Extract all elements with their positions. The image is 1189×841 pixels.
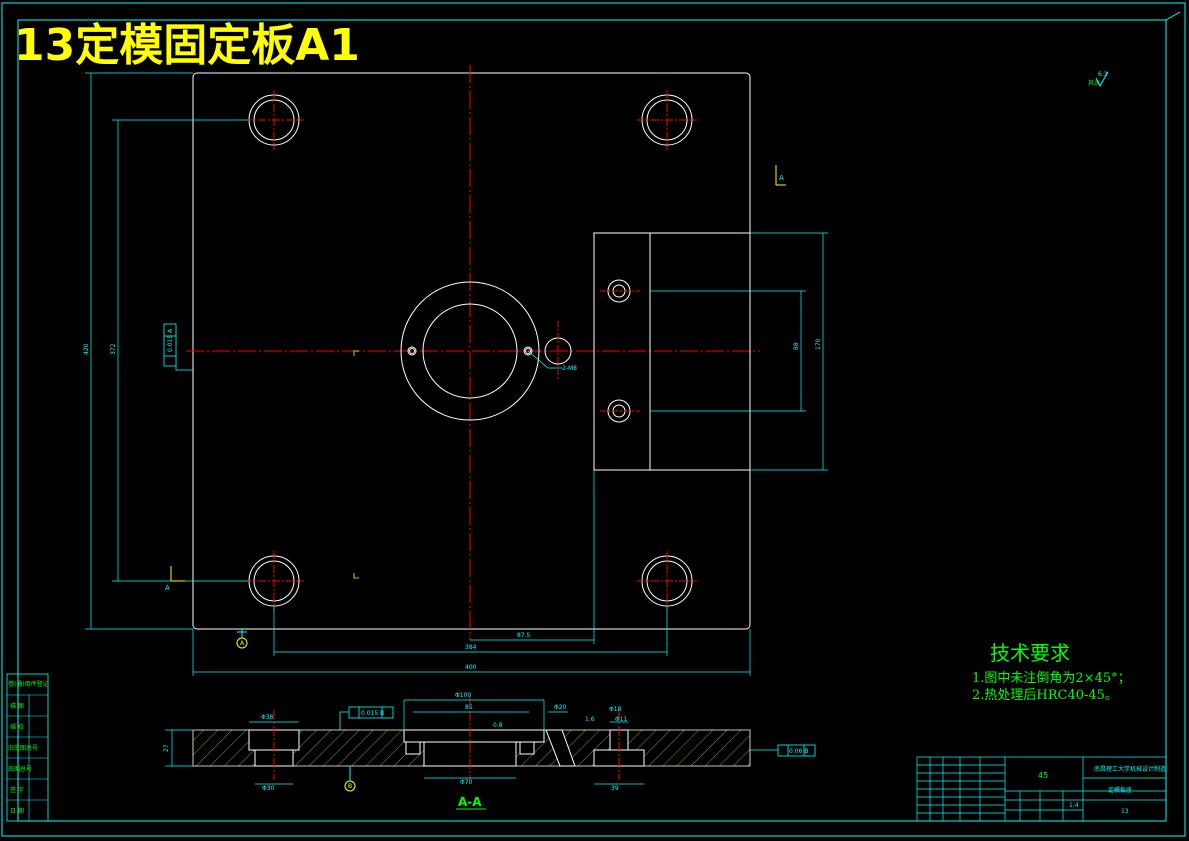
sec-dim-d38: Φ38	[261, 714, 274, 721]
svg-text:借(通)用件登记: 借(通)用件登记	[8, 680, 49, 688]
section-arrow-bottom: A	[165, 566, 185, 592]
sec-dim-d30: Φ30	[262, 785, 275, 792]
title-block	[916, 756, 1167, 822]
dim-87-5: 87.5	[517, 632, 531, 639]
dim-400: 400	[465, 664, 477, 671]
dim-88: 88	[793, 342, 800, 350]
sheet-border-inner	[17, 19, 1167, 822]
guide-hole-tl	[244, 90, 304, 150]
left-record-strip: 借(通)用件登记 描 图 描 校 旧底图总号 底图总号 签 字 日 期	[6, 673, 49, 822]
svg-text:日 期: 日 期	[10, 807, 24, 815]
svg-text:A: A	[240, 640, 245, 647]
sec-dim-d11: Φ11	[615, 716, 628, 723]
tech-req-2: 2.热处理后HRC40-45。	[972, 688, 1118, 703]
sec-dim-d20: Φ20	[554, 704, 567, 711]
section-view	[192, 695, 751, 780]
guide-hole-bl	[244, 551, 304, 611]
guide-hole-tr	[637, 90, 697, 150]
dim-372: 372	[110, 343, 117, 355]
sec-dim-d100: Φ100	[455, 692, 471, 699]
sec-rough-08: 0.8	[493, 722, 503, 729]
title-material: 45	[1038, 771, 1048, 780]
insert-pocket	[593, 232, 751, 471]
title-scale: 1:4	[1069, 802, 1079, 809]
sec-dim-d18: Φ18	[609, 706, 622, 713]
section-arrow-top: A	[775, 165, 786, 186]
svg-text:签 字: 签 字	[10, 786, 24, 794]
svg-text:描 校: 描 校	[10, 723, 24, 731]
drawing-title: 13定模固定板A1	[14, 20, 360, 71]
sec-dim-85: 85	[465, 704, 473, 711]
datum-a: A	[236, 629, 248, 649]
sec-dim-thickness: 27	[163, 744, 170, 752]
svg-text:0.015 A: 0.015 A	[167, 328, 174, 352]
sec-dim-d70: Φ70	[460, 779, 473, 786]
title-drawing-no: 13	[1121, 808, 1129, 815]
tech-req-heading: 技术要求	[990, 641, 1070, 665]
title-school: 南昌理工大学机械设计制造	[1094, 765, 1166, 773]
svg-text:0.015 B: 0.015 B	[361, 710, 384, 717]
tech-req-1: 1.图中未注倒角为2×45°；	[972, 671, 1131, 686]
dim-420: 420	[83, 343, 90, 355]
svg-text:6.3: 6.3	[1098, 71, 1108, 78]
hole-callout: 2-M8	[562, 365, 577, 372]
svg-text:描 图: 描 图	[10, 702, 24, 710]
dim-384: 384	[465, 644, 477, 651]
parallelism-tolerance-frame: 0.015 B	[339, 706, 394, 730]
roughness-symbol: 其余 6.3	[1088, 71, 1109, 88]
perpendicularity-tolerance-frame: 0.06 B	[750, 744, 816, 757]
svg-text:底图总号: 底图总号	[8, 765, 32, 773]
flatness-tolerance-frame: 0.015 A	[163, 323, 193, 371]
guide-hole-br	[637, 551, 697, 611]
section-label: A-A	[458, 795, 482, 809]
svg-text:0.06 B: 0.06 B	[789, 748, 808, 755]
title-part-name: 定模板座	[1108, 786, 1132, 794]
svg-text:A: A	[779, 174, 784, 182]
svg-text:旧底图总号: 旧底图总号	[8, 744, 38, 752]
svg-text:A: A	[165, 584, 170, 592]
datum-b: B	[344, 766, 356, 792]
sec-dim-39: 39	[611, 785, 619, 792]
sec-rough-16: 1.6	[585, 716, 595, 723]
svg-text:其余: 其余	[1088, 79, 1100, 87]
dim-170: 170	[815, 338, 822, 350]
locating-ring-bore	[400, 281, 572, 421]
svg-text:B: B	[348, 783, 352, 790]
